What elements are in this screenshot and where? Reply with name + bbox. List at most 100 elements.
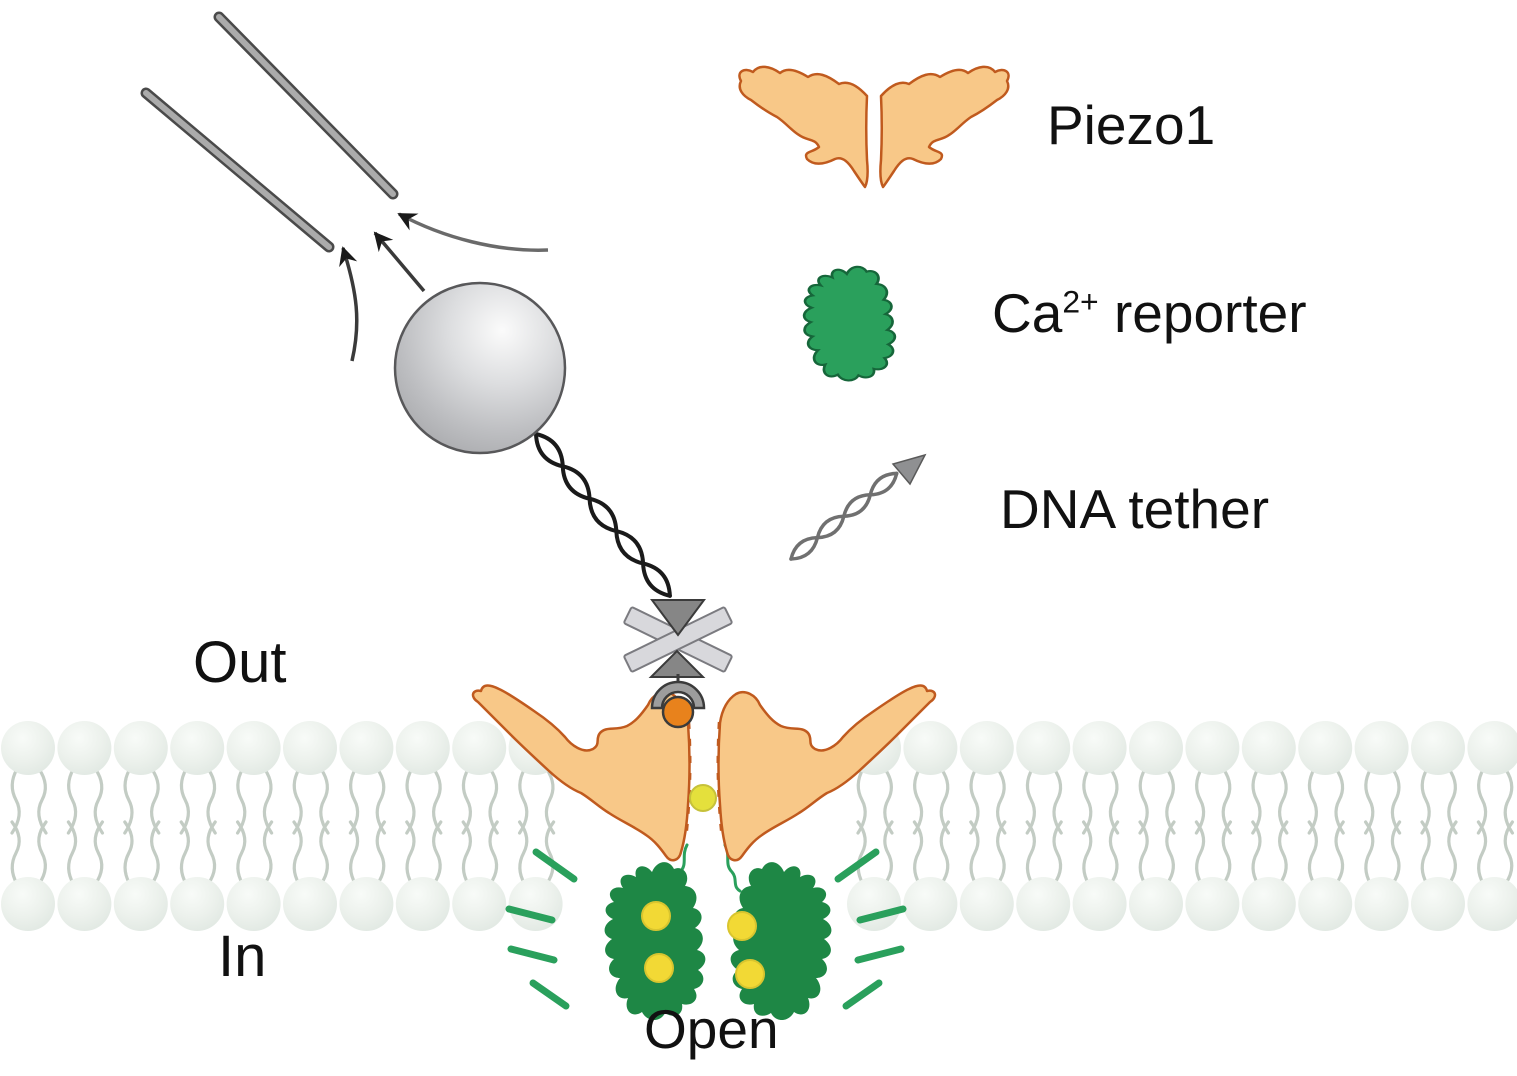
attachment-top-triangle xyxy=(650,599,706,637)
lipid-tail xyxy=(93,820,104,886)
ca-label-superscript: 2+ xyxy=(1062,283,1099,320)
lipid-tail xyxy=(1165,767,1176,835)
label-out: Out xyxy=(193,630,287,695)
lipid-tail xyxy=(856,767,867,835)
lipid-tail xyxy=(1420,767,1431,835)
lipid-head xyxy=(1298,721,1353,775)
clamp-arc xyxy=(650,680,706,710)
piezo1-right-arm xyxy=(717,684,937,862)
lipid-tail xyxy=(1476,820,1488,886)
lipid-tail xyxy=(236,820,247,886)
lipid-tail xyxy=(93,767,104,835)
lipid-tail xyxy=(1221,820,1232,886)
lipid-tail xyxy=(1108,820,1120,886)
legend-ca-reporter-icon xyxy=(802,265,897,382)
lipid-tail xyxy=(544,820,556,886)
lipid-head xyxy=(1129,877,1183,931)
lipid-tail xyxy=(1503,820,1514,886)
lipid-tail xyxy=(348,820,360,886)
label-open: Open xyxy=(644,998,779,1060)
lipid-tail xyxy=(969,767,980,835)
lipid-tail xyxy=(1082,767,1093,835)
force-arrow xyxy=(339,246,359,362)
force-arrow xyxy=(373,231,426,293)
lipid-tail xyxy=(123,820,134,886)
lipid-tail xyxy=(348,767,360,835)
lipid-tail xyxy=(1025,820,1036,886)
lipid-tail xyxy=(1334,767,1345,835)
lipid-tail xyxy=(206,820,217,886)
lipid-tail xyxy=(405,767,416,835)
lipid-head xyxy=(1467,877,1517,931)
lipid-head xyxy=(113,721,168,775)
lipid-head xyxy=(339,721,394,775)
lipid-head xyxy=(226,877,281,931)
legend-label-ca-reporter: Ca2+ reporter xyxy=(992,286,1307,341)
lipid-tail xyxy=(66,767,78,835)
lipid-tail xyxy=(375,767,386,835)
lipid-tail xyxy=(883,767,894,835)
pore-lining-left xyxy=(684,721,692,841)
lipid-tail xyxy=(1052,767,1063,835)
lipid-tail xyxy=(10,767,21,835)
lipid-tail xyxy=(1476,767,1488,835)
lipid-head xyxy=(395,721,450,775)
lipid-head xyxy=(1411,721,1465,775)
lipid-head xyxy=(283,877,337,931)
lipid-tail xyxy=(1251,767,1262,835)
lipid-tail xyxy=(1194,767,1206,835)
lipid-tail xyxy=(1447,767,1458,835)
lipid-tail xyxy=(179,767,190,835)
lipid-tail xyxy=(488,820,499,886)
lipid-tail xyxy=(1108,767,1120,835)
lipid-tail xyxy=(488,767,499,835)
lipid-head xyxy=(452,877,507,931)
lipid-head xyxy=(339,877,394,931)
lipid-tail xyxy=(461,820,472,886)
lipid-tail xyxy=(1503,767,1514,835)
lipid-tail xyxy=(150,820,161,886)
lipid-tail xyxy=(1307,767,1318,835)
lipid-head xyxy=(1016,721,1071,775)
lipid-tail xyxy=(206,767,217,835)
lipid-tail xyxy=(123,767,134,835)
lipid-tail xyxy=(432,767,443,835)
lipid-tail xyxy=(375,820,386,886)
lipid-head xyxy=(1411,877,1465,931)
membrane xyxy=(1,721,1517,931)
lipid-tail xyxy=(996,820,1007,886)
lipid-tail xyxy=(1390,820,1402,886)
piezo1-left-arm xyxy=(471,684,691,862)
ca-reporter-right xyxy=(730,862,832,1021)
lipid-tail xyxy=(1390,767,1402,835)
piezo1-channel xyxy=(471,684,937,862)
lipid-tail xyxy=(518,820,529,886)
lipid-head xyxy=(283,721,337,775)
lipid-head xyxy=(508,877,563,931)
lipid-tail xyxy=(544,767,556,835)
pore-lining-right xyxy=(716,721,724,841)
lipid-tail xyxy=(1251,820,1262,886)
label-in: In xyxy=(218,924,267,989)
lipid-tail xyxy=(1364,820,1375,886)
lipid-tail xyxy=(1025,767,1036,835)
lipid-tail xyxy=(292,820,303,886)
lipid-tail xyxy=(939,820,950,886)
lipid-tail xyxy=(1138,767,1149,835)
lipid-head xyxy=(170,721,225,775)
lipid-tail xyxy=(150,767,161,835)
lipid-head xyxy=(57,877,112,931)
lipid-head xyxy=(959,721,1014,775)
lipid-tail xyxy=(1165,820,1176,886)
lipid-head xyxy=(1,877,55,931)
lipid-head xyxy=(170,877,225,931)
lipid-head xyxy=(1016,877,1071,931)
lipid-tail xyxy=(1364,767,1375,835)
lipid-tail xyxy=(1334,820,1345,886)
legend-piezo1-icon xyxy=(738,65,1010,189)
lipid-tail xyxy=(319,767,330,835)
lipid-tail xyxy=(1447,820,1458,886)
attachment-complex xyxy=(623,599,733,729)
